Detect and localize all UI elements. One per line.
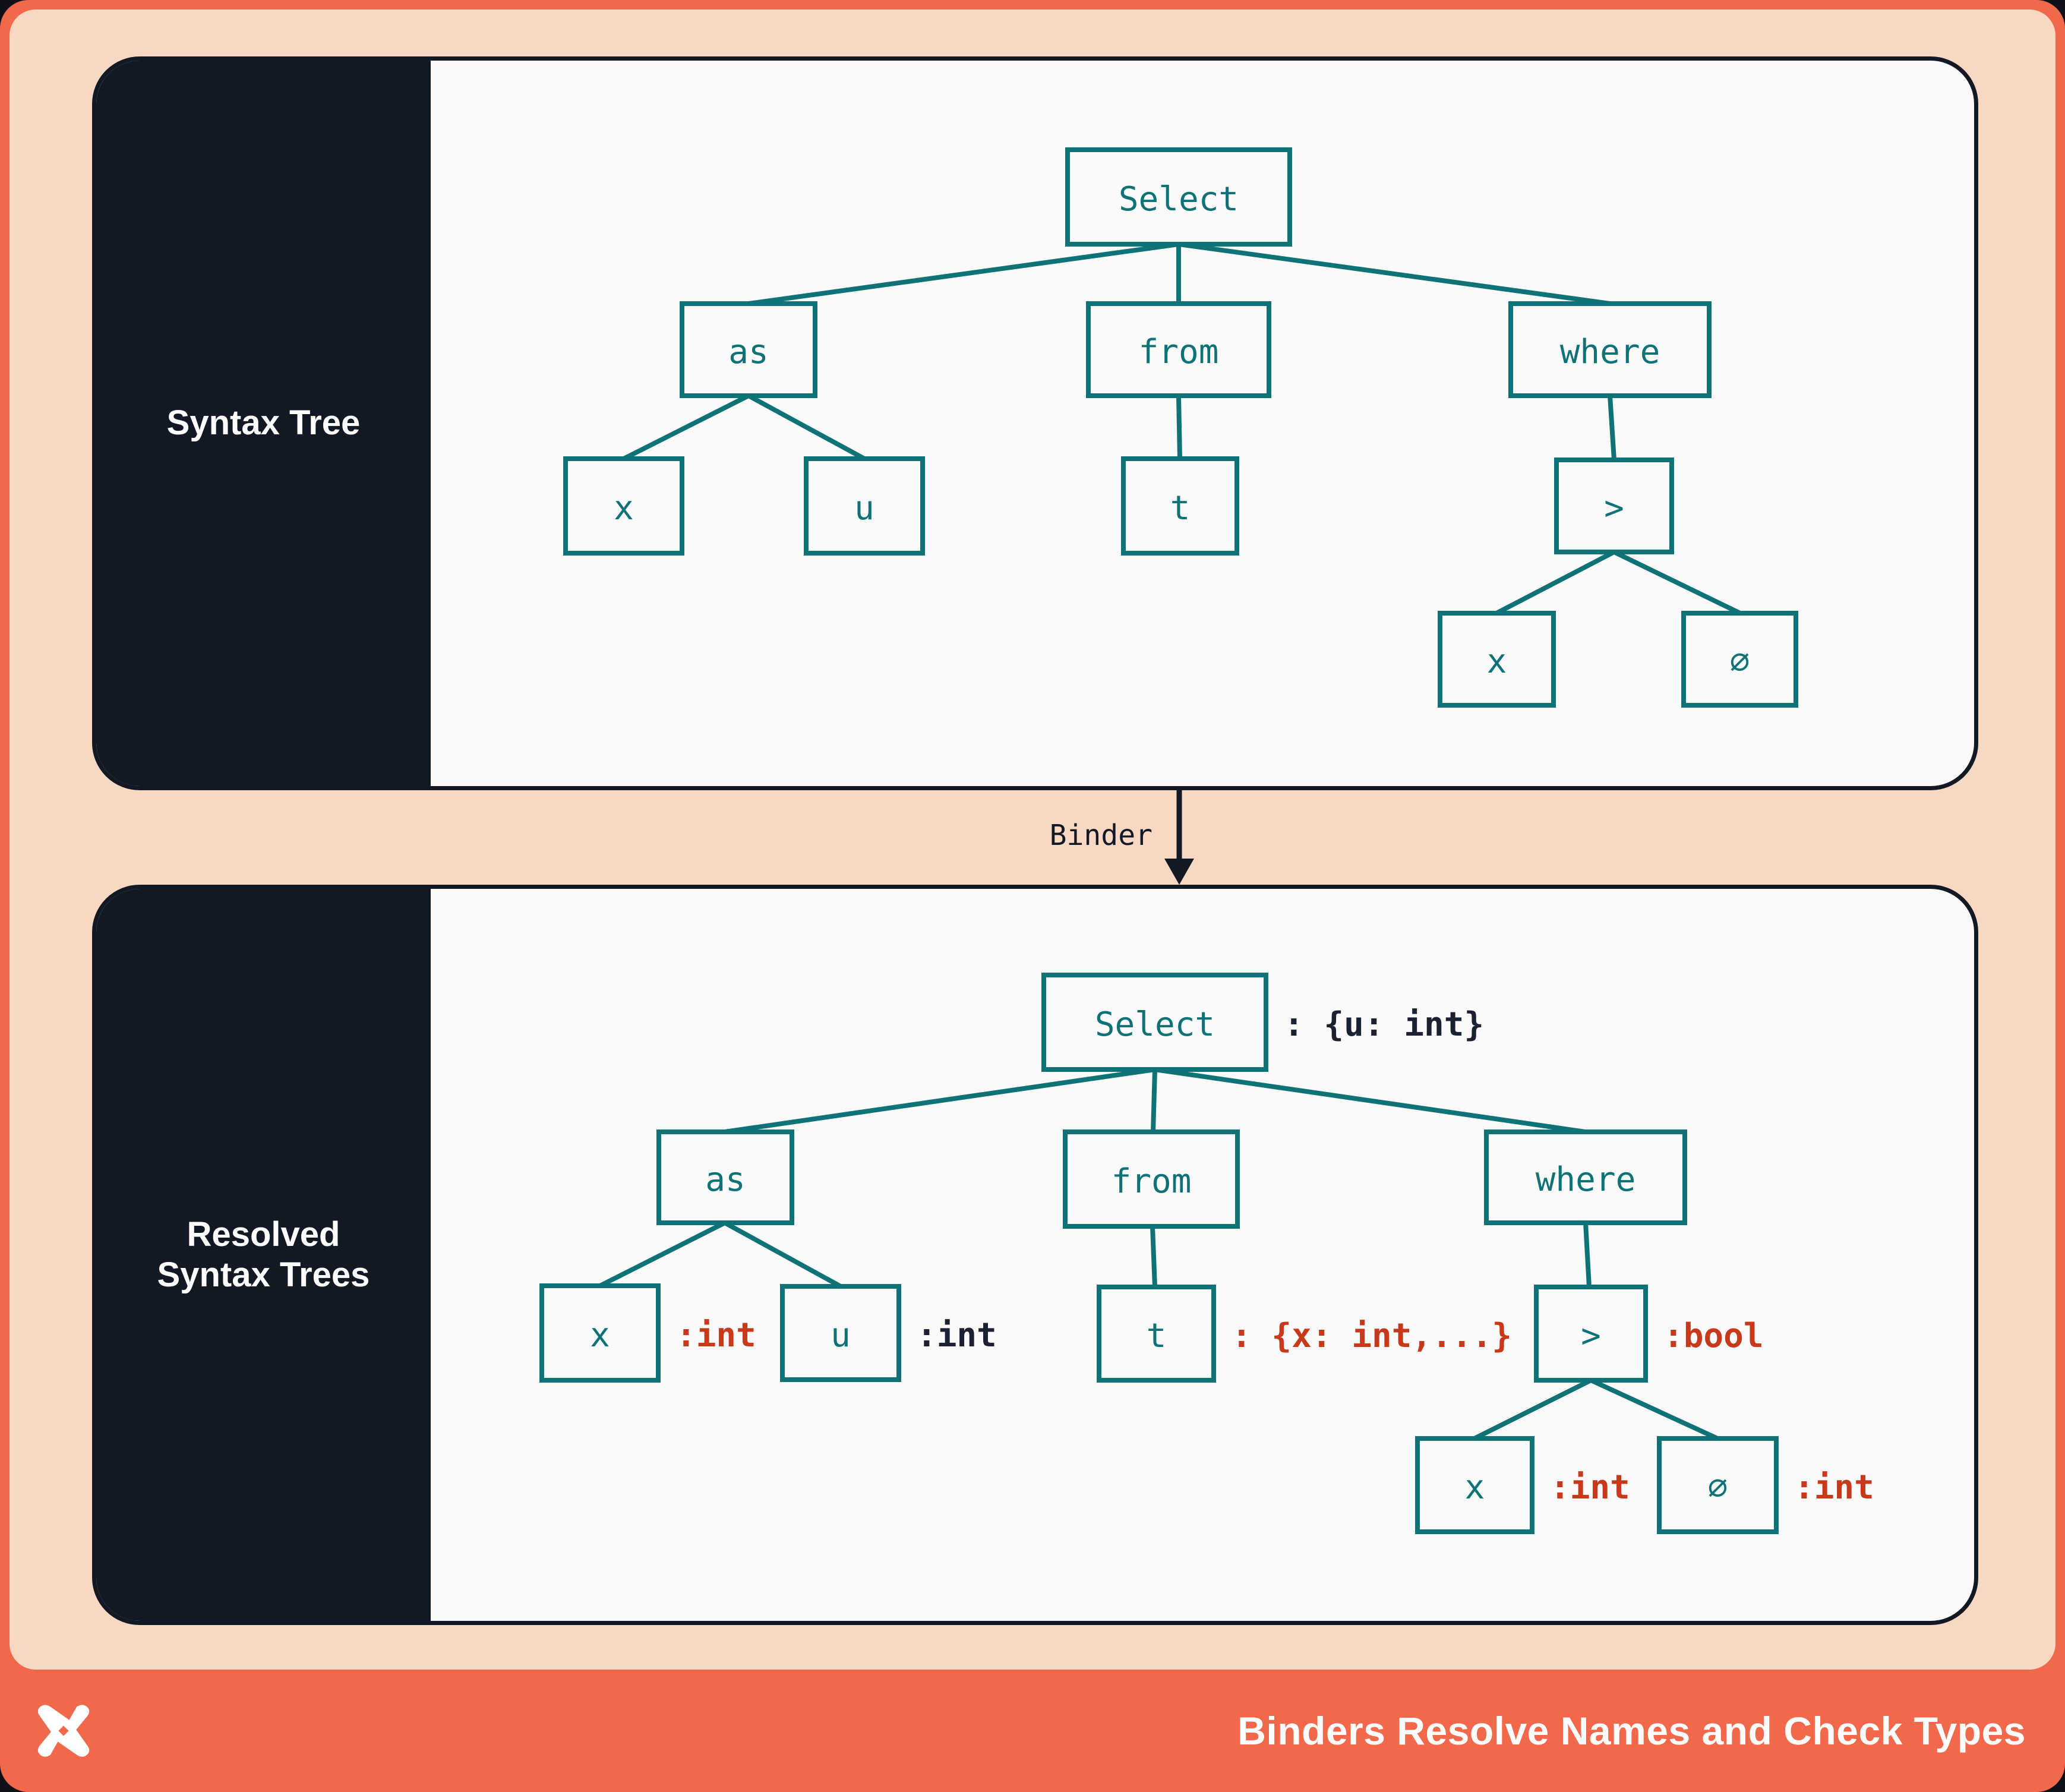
footer-bar: Binders Resolve Names and Check Types (0, 1670, 2065, 1792)
syntax-tree-panel-title: Syntax Tree (166, 403, 361, 443)
syntax-tree-panel: Syntax Tree (92, 56, 1978, 790)
resolved-syntax-tree-panel: Resolved Syntax Trees (92, 885, 1978, 1625)
footer-title: Binders Resolve Names and Check Types (1237, 1709, 2026, 1753)
pinwheel-x-logo (37, 1705, 90, 1757)
binder-arrow-label: Binder (1049, 819, 1153, 852)
resolved-syntax-tree-panel-title: Resolved Syntax Trees (157, 1214, 370, 1294)
resolved-syntax-tree-sidebar: Resolved Syntax Trees (96, 889, 431, 1621)
syntax-tree-sidebar: Syntax Tree (96, 61, 431, 786)
